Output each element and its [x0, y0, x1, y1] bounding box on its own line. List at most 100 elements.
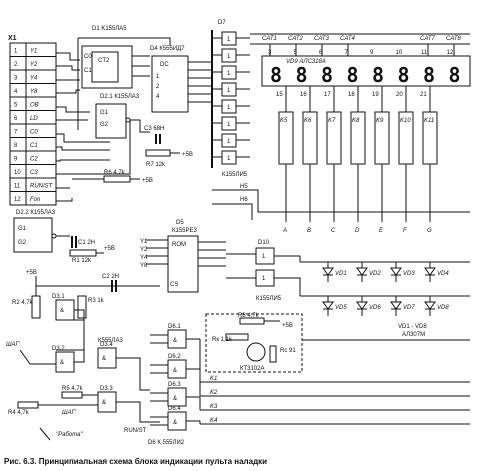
display-body [261, 55, 471, 87]
led-label: VD2 [369, 271, 381, 277]
x1-pin-signal: Y4 [30, 76, 38, 82]
d10-label: D10 [258, 240, 270, 246]
x1-pin-signal: Fon [30, 197, 41, 203]
x1-title: X1 [8, 35, 17, 42]
r3-label: R3 1k [88, 298, 105, 304]
key-contact [398, 111, 414, 165]
cathode-label: CAT8 [446, 36, 462, 42]
d6-gate-label: D6.1 [168, 324, 181, 330]
svg-text:G1: G1 [100, 110, 109, 116]
svg-text:2: 2 [156, 84, 160, 90]
r4-label: R4 4,7k [8, 410, 30, 416]
key-label: K5 [280, 118, 288, 124]
segment-pin-number: 17 [324, 92, 331, 98]
led-label: VD4 [437, 271, 449, 277]
d7-gate-symbol: 1 [227, 122, 231, 128]
d2-1-body [95, 103, 127, 139]
d7-gate-symbol: 1 [227, 54, 231, 60]
d7-gate-symbol: 1 [227, 37, 231, 43]
led-icon [322, 301, 334, 310]
d7-gate-symbol: 1 [227, 105, 231, 111]
key-label: K10 [400, 118, 411, 124]
chip-d4: D4 К555ИД7 DC 1 2 4 [150, 46, 212, 113]
segment-pin-number: 16 [300, 92, 307, 98]
chip-d2-1: D2.1 К155ЛА3 G1 G2 [95, 94, 150, 139]
d3-2 [55, 351, 75, 373]
d10-type-label: К155ЛИ5 [256, 296, 282, 302]
x1-pin-signal: C2 [30, 157, 38, 163]
x1-pin-signal: LD [30, 116, 38, 122]
display-pin-number: 9 [370, 50, 374, 56]
svg-text:G2: G2 [18, 240, 27, 246]
display-label: VD9 АЛС318А [286, 59, 326, 65]
d3-1-label: D3.1 [52, 294, 65, 300]
display-pin-number: 10 [396, 50, 403, 56]
r5-label: R5 4,7k [62, 386, 84, 392]
chip-d6: D6 К 555ЛИ2 &D6.1&D6.2&D6.3&D6.4 K1K2K3K… [148, 324, 470, 446]
led-icon [356, 267, 368, 276]
display-digit: 8 [449, 63, 461, 87]
key-contact [374, 111, 390, 165]
d3-2-label: D3.2 [52, 346, 65, 352]
svg-text:1: 1 [262, 276, 266, 282]
display-pin-number: 5 [294, 50, 298, 56]
r1-label: R1 12k [72, 258, 92, 264]
plus5-label-r6: +5B [142, 178, 153, 184]
key-label: K8 [352, 118, 360, 124]
d6-gate-symbol: & [173, 368, 177, 374]
d6-gate-label: D6.2 [168, 354, 181, 360]
figure-caption: Рис. 6.3. Принципиальная схема блока инд… [4, 457, 267, 466]
svg-text:DC: DC [160, 62, 169, 68]
segment-letter: A [282, 228, 287, 234]
svg-text:&: & [102, 400, 106, 406]
plus5-label-r1: +5B [104, 246, 115, 252]
led-icon [356, 301, 368, 310]
x1-pin-signal: OB [30, 103, 39, 109]
d6-gate-label: D6.4 [168, 406, 181, 412]
key-contact [302, 111, 318, 165]
key-contact [422, 111, 438, 165]
key-label: K7 [328, 118, 336, 124]
rc-label: Rс 91 [280, 348, 296, 354]
d7-gate-symbol: 1 [227, 139, 231, 145]
x1-pin-number: 5 [14, 103, 18, 109]
plus5-label-left: +5B [26, 270, 37, 276]
display-digit: 8 [372, 63, 384, 87]
led-label: VD5 [335, 305, 347, 311]
chip-d1: D1 K155ЛА5 CT2 C0 C1 [77, 26, 171, 130]
key-contact [326, 111, 342, 165]
d4-body [151, 55, 189, 113]
plus5-label-r8: +5B [282, 323, 293, 329]
d2-2-body [13, 217, 53, 253]
transistor-label: КТ3102А [240, 366, 265, 372]
work-label: "Работа" [56, 432, 83, 438]
d7-label: D7 [218, 20, 226, 26]
r2 [31, 295, 41, 319]
segment-letter: F [403, 228, 407, 234]
transistor-block: R8 4,7k Rк 1,1k КТ3102А Rс 91 +5B [205, 313, 470, 373]
rk-label: Rк 1,1k [212, 337, 233, 343]
svg-text:C1: C1 [84, 68, 92, 74]
key-label: K6 [304, 118, 312, 124]
c2-label: C2 2Н [102, 274, 119, 280]
led-type-label-1: VD1 - VD8 [398, 324, 427, 330]
x1-pin-number: 2 [14, 62, 18, 68]
d5-type-label: К155РЕ3 [172, 228, 198, 234]
d5-body [167, 235, 199, 293]
r3 [77, 295, 87, 319]
d3-4 [97, 347, 117, 369]
d6-gate-symbol: & [173, 396, 177, 402]
display-digit: 8 [270, 63, 282, 87]
svg-text:CT2: CT2 [98, 58, 110, 64]
rc-r1-c1: C1 2Н R1 12k +5B [69, 236, 115, 264]
rc-r7-c3: C3 68Н R7 12k +5B [144, 126, 193, 168]
c1-label: C1 2Н [78, 240, 95, 246]
c3-label: C3 68Н [144, 126, 164, 132]
svg-text:1: 1 [262, 254, 266, 260]
d4-label: D4 К555ИД7 [150, 46, 185, 52]
